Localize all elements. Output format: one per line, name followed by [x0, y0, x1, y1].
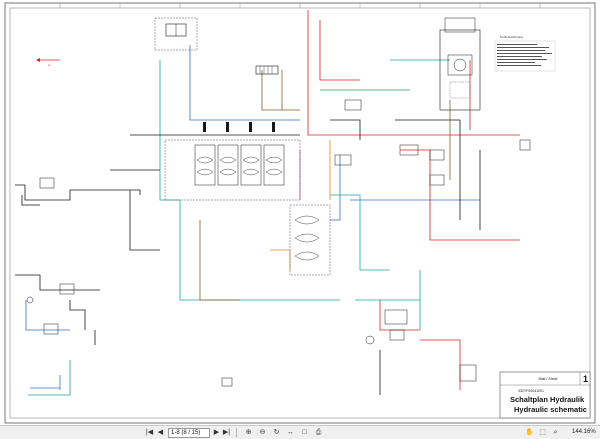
- return-line: [25, 45, 480, 390]
- flow-arrow: A: [36, 58, 60, 67]
- next-page-icon[interactable]: ▶: [213, 429, 220, 436]
- first-page-icon[interactable]: |◀: [145, 429, 154, 436]
- drawing-page: A: [4, 2, 596, 424]
- print-icon[interactable]: ⎙: [315, 429, 322, 436]
- viewer-toolbar: |◀ ◀ 1-8 (8 / 15) ▶ ▶| ⊕ ⊖ ↻ ↔ □ ⎙ ✋ ⬚ ⌕…: [0, 425, 600, 439]
- title-english: Hydraulic schematic: [514, 405, 587, 414]
- valve-block-lower: [289, 204, 331, 276]
- sheet-label: Blatt / Sheet: [538, 377, 557, 381]
- title-german: Schaltplan Hydraulik: [510, 395, 585, 404]
- search-icon[interactable]: ⌕: [553, 429, 558, 436]
- valve-manifold: [164, 122, 301, 201]
- zoom-in-icon[interactable]: ⊕: [245, 429, 252, 436]
- hydraulic-schematic: A: [4, 2, 596, 424]
- previous-page-icon[interactable]: ◀: [157, 429, 164, 436]
- rotate-icon[interactable]: ↻: [273, 429, 280, 436]
- toolbar-divider: [236, 428, 237, 437]
- pilot-lines: [15, 119, 481, 395]
- valve-top-left: [154, 17, 198, 51]
- connector-block: [255, 65, 279, 75]
- zoom-out-icon[interactable]: ⊖: [259, 429, 266, 436]
- title-block: Blatt / Sheet 1 332YF00041001 Schaltplan…: [499, 371, 591, 419]
- fit-page-icon[interactable]: □: [302, 429, 307, 436]
- hydraulic-tank: [439, 17, 481, 111]
- zoom-level[interactable]: 144.16%: [572, 429, 596, 435]
- svg-text:A: A: [48, 63, 50, 67]
- fit-width-icon[interactable]: ↔: [287, 429, 294, 436]
- last-page-icon[interactable]: ▶|: [222, 429, 231, 436]
- header-note: Profil Ausführung: [500, 35, 523, 39]
- pressure-line: [307, 10, 520, 390]
- hand-tool-icon[interactable]: ✋: [525, 429, 534, 436]
- control-line: [28, 59, 450, 396]
- drain-line: [199, 70, 451, 301]
- page-number-input[interactable]: 1-8 (8 / 15): [168, 428, 210, 438]
- component-symbols: [26, 99, 531, 387]
- drawing-number: 332YF00041001: [518, 389, 544, 393]
- sheet-number: 1: [583, 374, 588, 384]
- select-tool-icon[interactable]: ⬚: [539, 429, 546, 436]
- spec-text: Profil Ausführung: [494, 35, 556, 72]
